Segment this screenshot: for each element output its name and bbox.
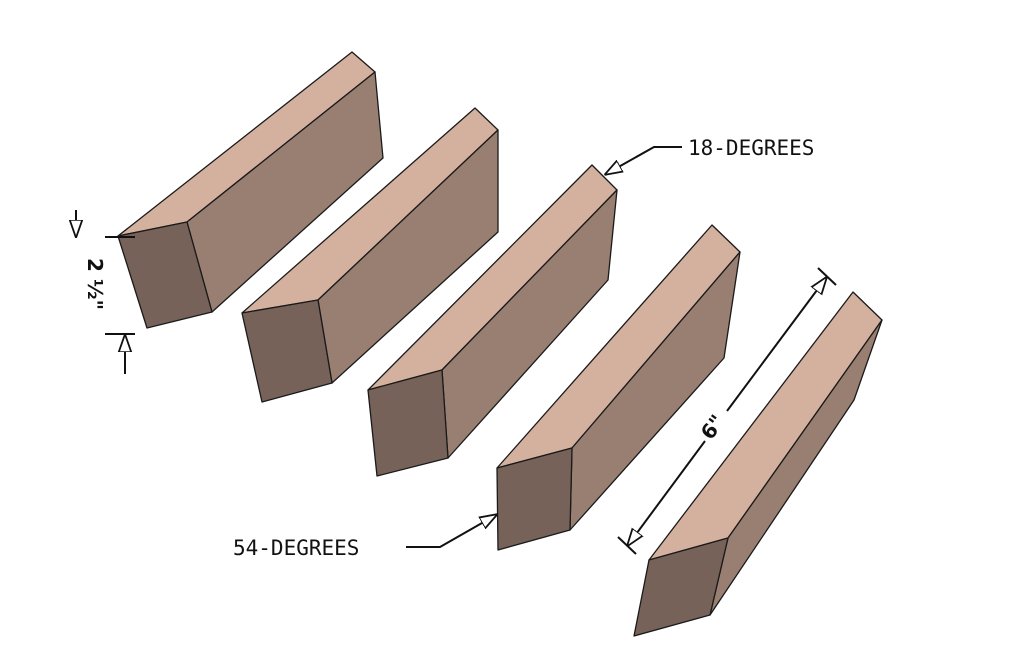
length-ext-top (817, 267, 837, 286)
piece-5-end-face (633, 537, 729, 637)
piece-3 (367, 164, 618, 477)
height-dimension-label: 2 ½" (83, 258, 107, 310)
piece-2-end-face (241, 299, 333, 403)
angle-18-leader (606, 146, 682, 174)
angle-54-callout: 54-DEGREES (233, 515, 496, 560)
angle-18-callout: 18-DEGREES (606, 136, 814, 174)
piece-4 (496, 224, 741, 551)
angle-54-leader (406, 515, 496, 548)
length-ext-bottom (617, 536, 637, 555)
angle-54-label: 54-DEGREES (233, 536, 359, 560)
length-dimension-label: 6" (696, 410, 730, 444)
piece-3-end-face (367, 369, 449, 477)
piece-1-end-face (117, 221, 213, 329)
angle-18-label: 18-DEGREES (688, 136, 814, 160)
piece-5 (633, 291, 883, 637)
length-arrow-up (726, 278, 826, 412)
length-arrow-down (628, 440, 706, 545)
piece-1 (117, 51, 384, 329)
height-dimension: 2 ½" (76, 210, 135, 374)
piece-2 (241, 107, 499, 403)
